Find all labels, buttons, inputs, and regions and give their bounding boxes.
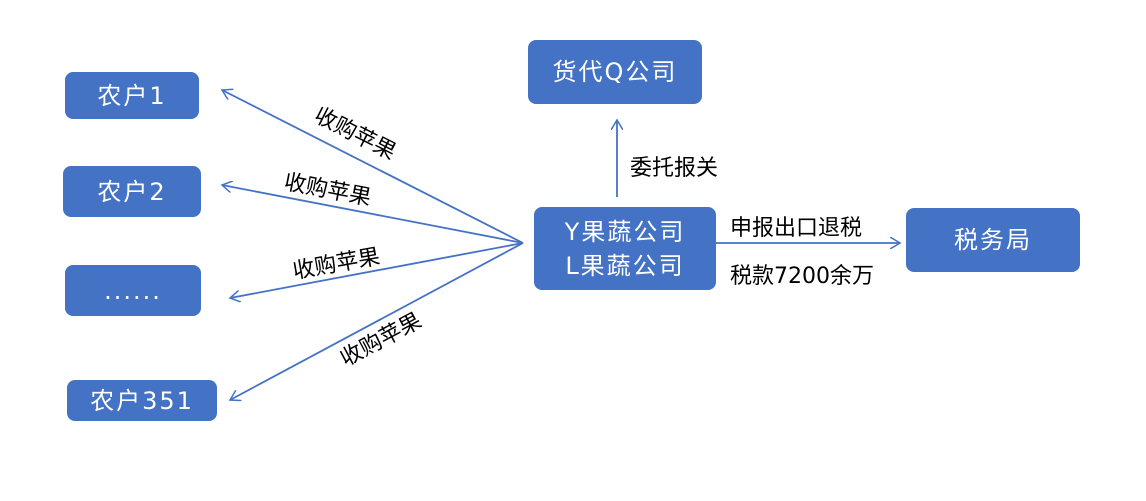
- node-farmer2: 农户2: [63, 166, 201, 217]
- node-ellipsis: ......: [65, 265, 201, 316]
- edge-label-amount: 税款7200余万: [730, 264, 874, 289]
- arrow-to-farmer2: [222, 185, 524, 244]
- edge-label-customs: 委托报关: [630, 156, 719, 181]
- node-label: 农户1: [97, 81, 167, 110]
- node-label: 税务局: [954, 226, 1032, 254]
- arrow-to-farmer1: [222, 90, 524, 244]
- node-farmer351: 农户351: [67, 380, 217, 421]
- node-label-l: L果蔬公司: [565, 251, 685, 280]
- arrow-to-ellipsis: [230, 242, 524, 298]
- node-agent: 货代Q公司: [528, 40, 702, 104]
- node-label: 农户2: [97, 177, 167, 206]
- node-label: ......: [104, 276, 162, 305]
- node-label: 农户351: [90, 386, 194, 415]
- node-farmer1: 农户1: [65, 72, 199, 119]
- node-tax: 税务局: [906, 208, 1080, 272]
- node-label-y: Y果蔬公司: [564, 217, 686, 246]
- edge-label-refund: 申报出口退税: [730, 216, 863, 241]
- arrow-to-farmer351: [230, 242, 524, 400]
- node-companies: Y果蔬公司 L果蔬公司: [534, 207, 716, 290]
- node-label: 货代Q公司: [552, 58, 678, 86]
